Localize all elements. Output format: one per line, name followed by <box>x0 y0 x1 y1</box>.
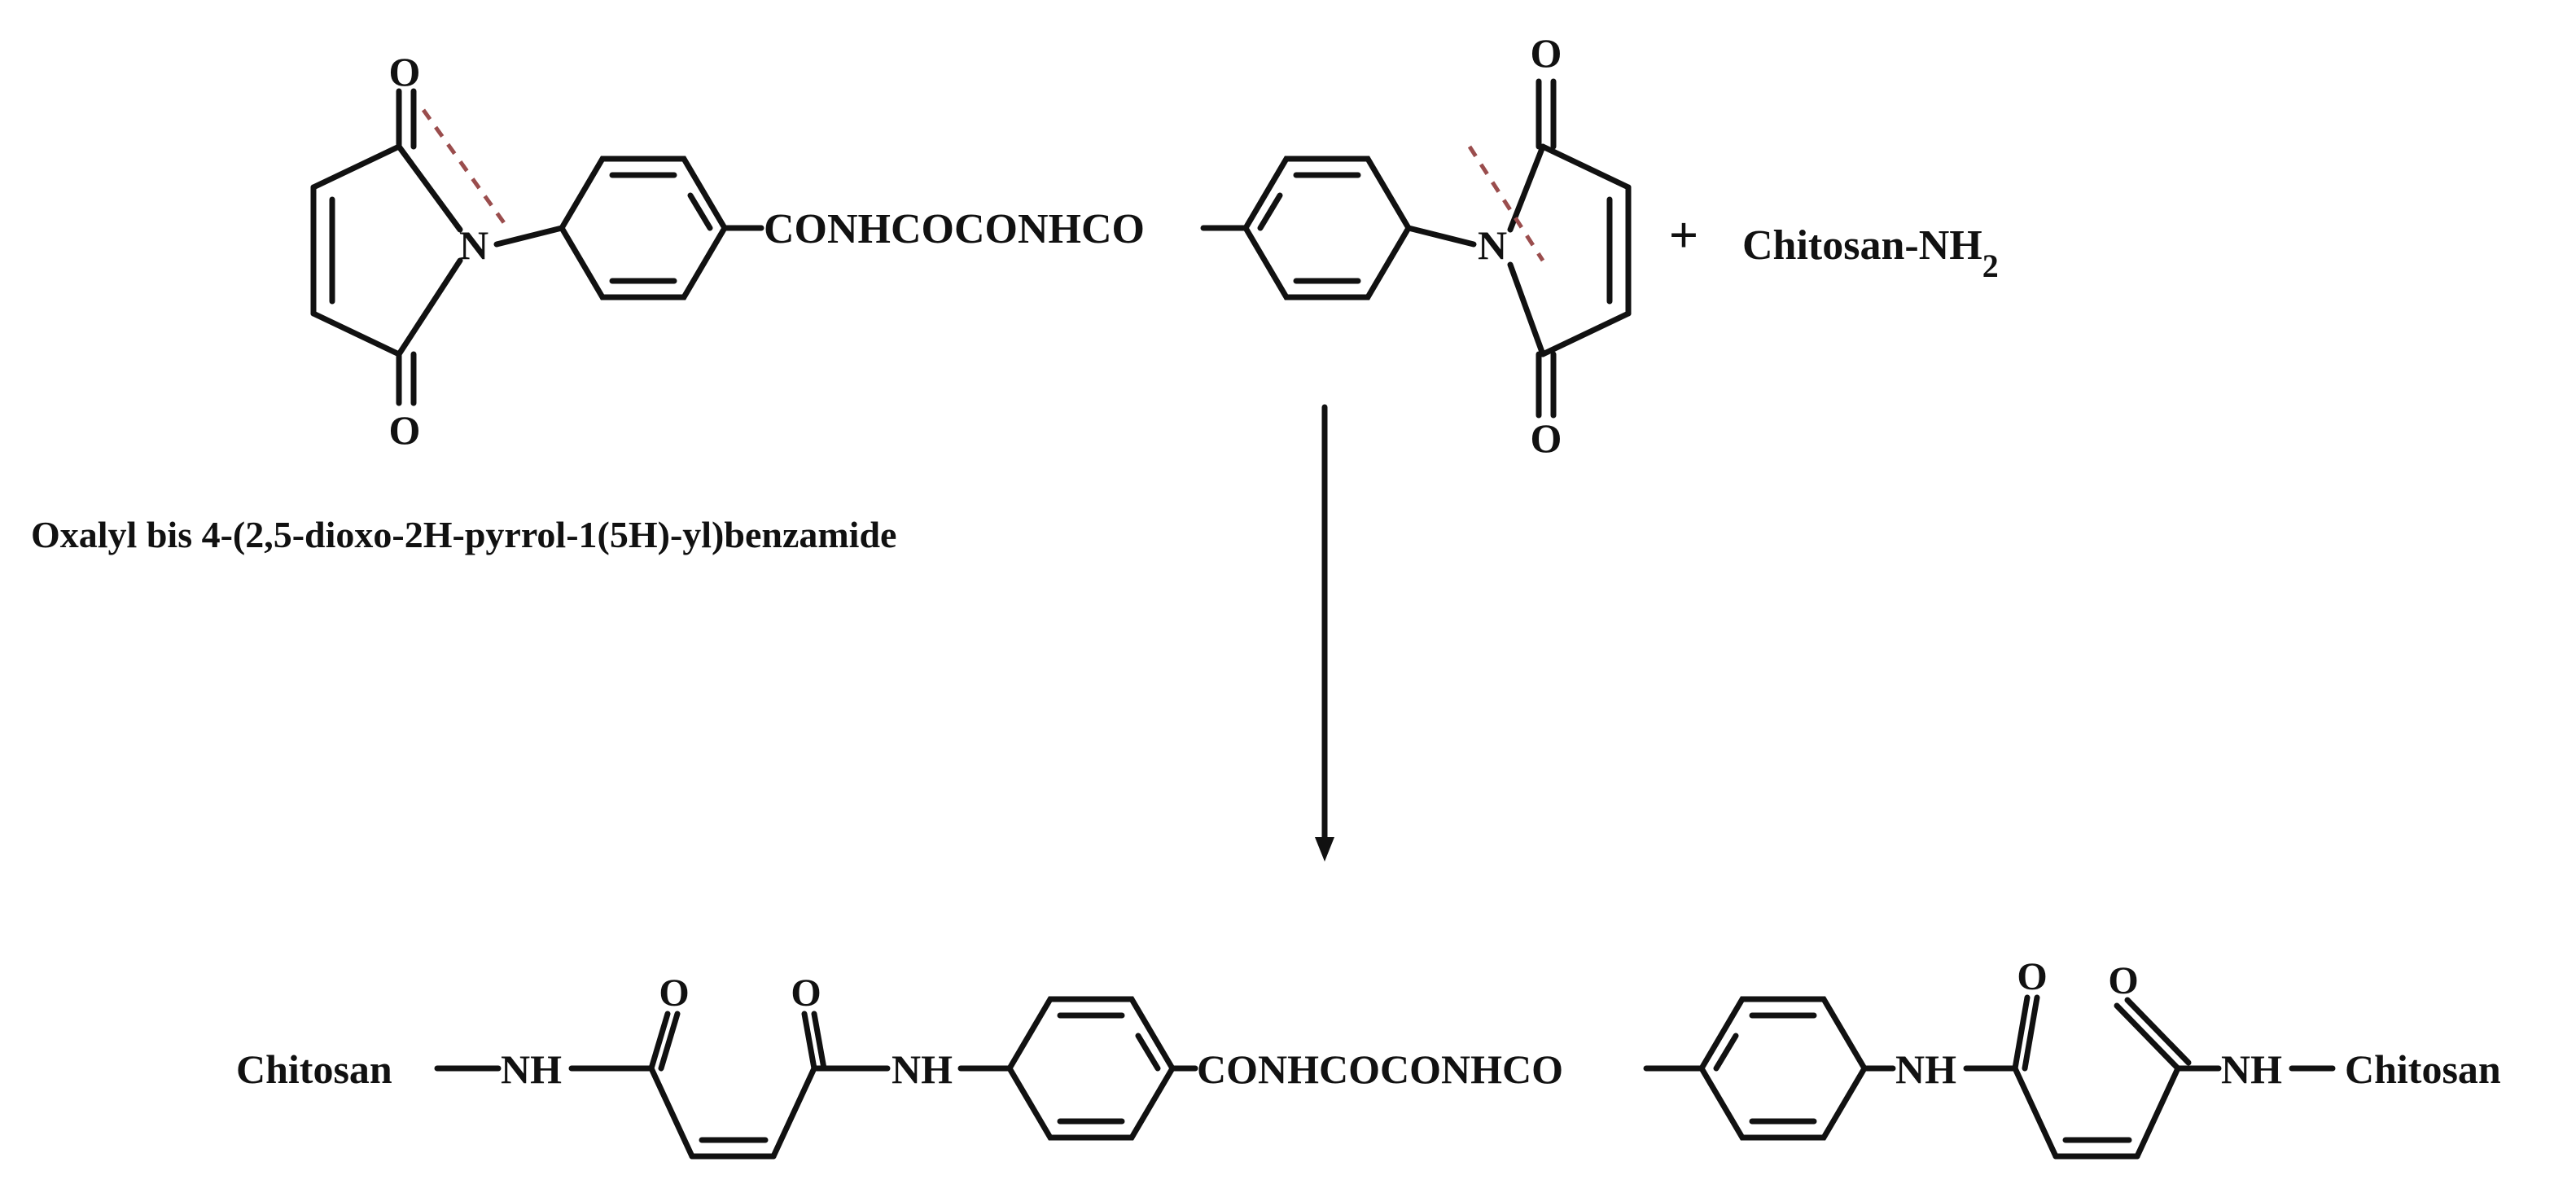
product-structure: Chitosan NH O O NH CONHCOCONHCO <box>236 955 2501 1160</box>
atom-o-right-top: O <box>1531 30 1562 76</box>
atom-o-left-bottom: O <box>389 407 421 453</box>
atom-o-left-top: O <box>389 49 421 94</box>
product-right-chitosan: Chitosan <box>2345 1046 2501 1092</box>
left-maleimide-ring <box>310 88 507 406</box>
left-benzene-ring <box>558 156 729 300</box>
product-right-benzene-ring <box>1698 996 1868 1141</box>
chitosan-nh2-text: Chitosan-NH <box>1742 222 1982 269</box>
atom-o-product-4: O <box>2108 959 2138 1002</box>
plus-sign: + <box>1669 206 1698 264</box>
right-benzene-ring <box>1242 156 1413 300</box>
product-nh-4: NH <box>2221 1046 2282 1092</box>
chitosan-nh2: Chitosan-NH2 <box>1742 222 1999 284</box>
atom-n-right: N <box>1478 222 1507 268</box>
chitosan-nh2-subscript: 2 <box>1982 248 1999 284</box>
product-nh-3: NH <box>1895 1046 1956 1092</box>
atom-o-product-3: O <box>2017 955 2047 998</box>
reactant-linker: CONHCOCONHCO <box>764 206 1145 252</box>
reactant-name: Oxalyl bis 4-(2,5-dioxo-2H-pyrrol-1(5H)-… <box>31 514 896 555</box>
product-left-benzene-ring <box>1005 996 1176 1141</box>
right-maleimide-ring <box>1467 78 1632 419</box>
atom-o-product-1: O <box>659 971 689 1015</box>
product-nh-1: NH <box>501 1046 562 1092</box>
atom-o-right-bottom: O <box>1531 415 1562 461</box>
reactant-structure: O O N CONHCOCONHCO <box>310 30 1632 461</box>
atom-n-left: N <box>459 222 488 268</box>
product-linker: CONHCOCONHCO <box>1197 1046 1563 1092</box>
atom-o-product-2: O <box>791 971 821 1015</box>
product-left-chitosan: Chitosan <box>236 1046 392 1092</box>
product-nh-2: NH <box>892 1046 953 1092</box>
reaction-arrow <box>1315 404 1334 862</box>
